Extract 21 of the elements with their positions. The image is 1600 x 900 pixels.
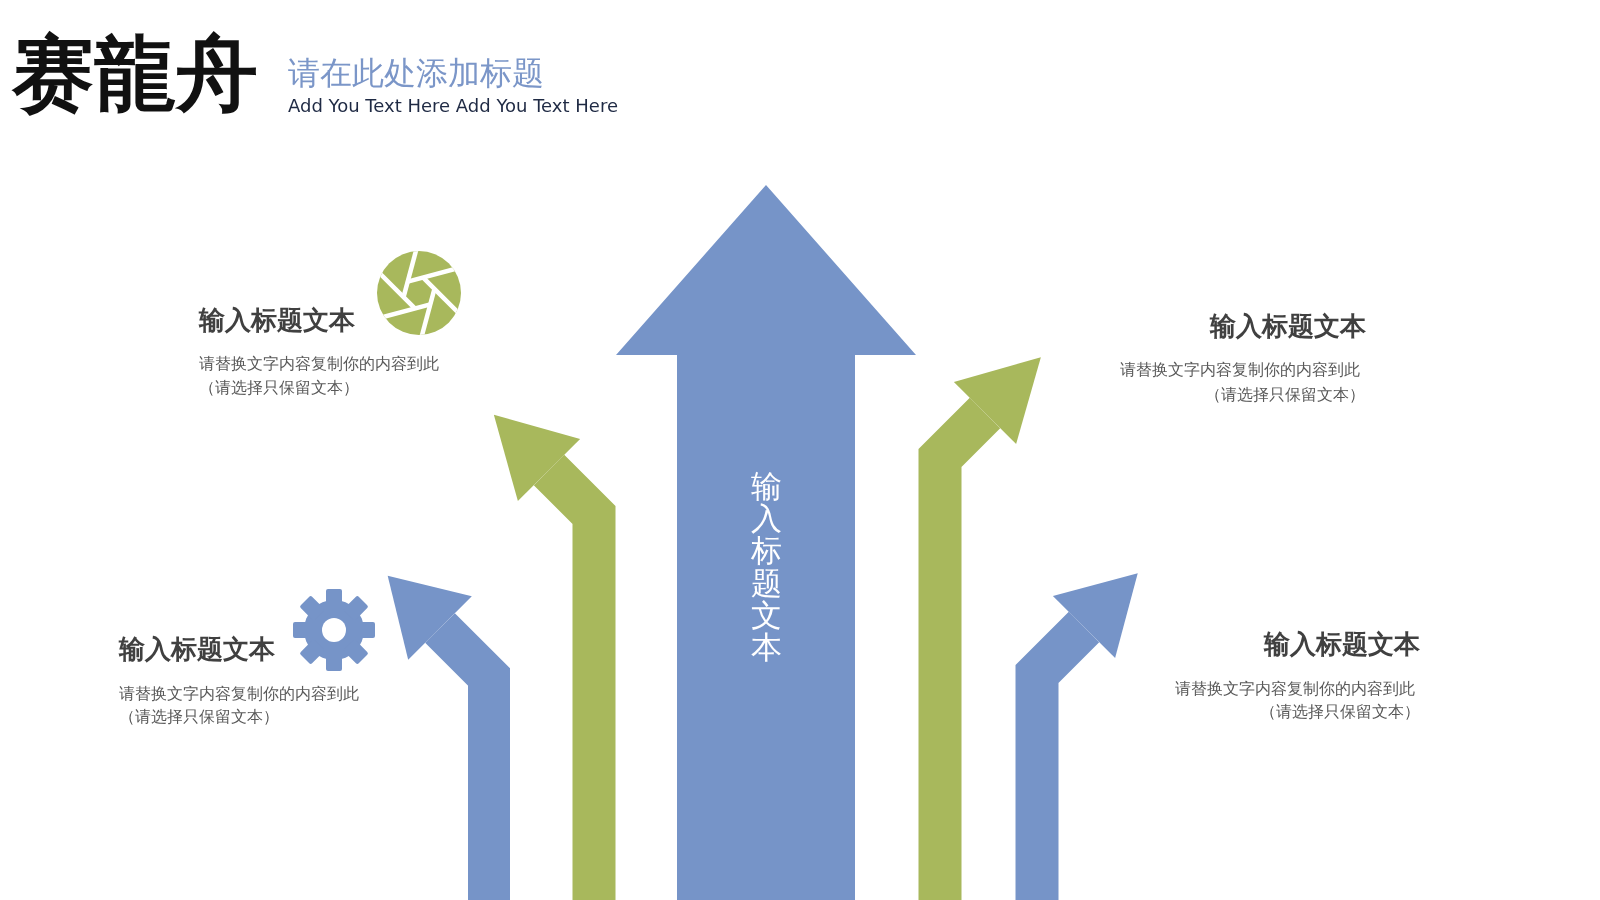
- bent-arrow-shape: [918, 357, 1041, 900]
- body-text: 请替换文字内容复制你的内容到此: [119, 684, 359, 704]
- section-heading: 输入标题文本: [199, 305, 355, 337]
- calligraphy-text: 赛龍舟: [12, 24, 258, 123]
- section-heading: 输入标题文本: [119, 634, 275, 666]
- section-heading: 输入标题文本: [1210, 311, 1366, 343]
- body-text: （请选择只保留文本）: [119, 707, 279, 727]
- slide-title: 请在此处添加标题: [288, 54, 544, 93]
- body-text: 请替换文字内容复制你的内容到此: [1120, 360, 1360, 380]
- body-text: 请替换文字内容复制你的内容到此: [199, 354, 439, 374]
- body-text: （请选择只保留文本）: [1260, 702, 1420, 722]
- body-text: （请选择只保留文本）: [199, 378, 359, 398]
- bent-arrow-shape: [493, 414, 616, 900]
- body-text: （请选择只保留文本）: [1205, 385, 1365, 405]
- body-text: 请替换文字内容复制你的内容到此: [1175, 679, 1415, 699]
- section-heading: 输入标题文本: [1264, 629, 1420, 661]
- arrow-label: 输入标题文本: [750, 470, 782, 664]
- bent-arrow-shape: [387, 575, 510, 900]
- bent-arrow-shape: [1015, 573, 1138, 900]
- subtitle: Add You Text Here Add You Text Here: [288, 95, 618, 117]
- up-arrow-shape: [616, 185, 916, 900]
